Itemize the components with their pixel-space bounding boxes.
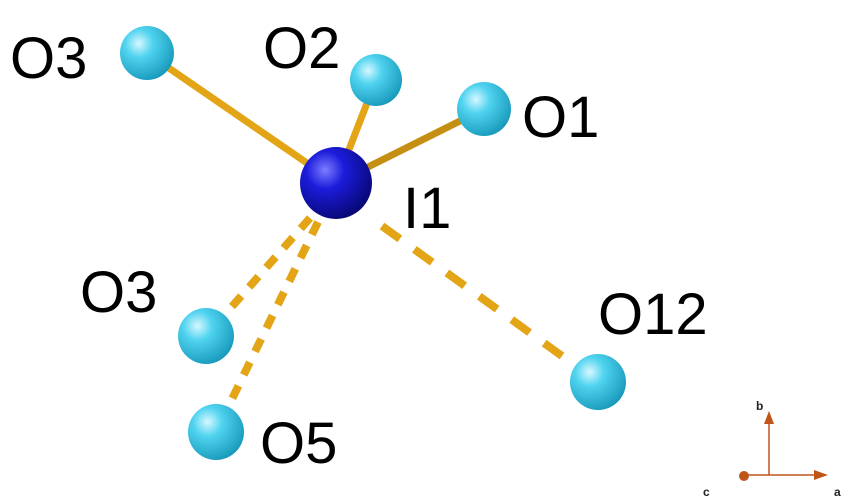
atom-o2 (350, 54, 402, 106)
atom-i1 (300, 147, 372, 219)
atom-o3-lower (178, 308, 234, 364)
bond-i1-o3 (143, 49, 340, 187)
label-i1: I1 (403, 176, 451, 241)
label-o5: O5 (260, 411, 337, 476)
label-o3-upper: O3 (10, 26, 87, 91)
axis-indicator: b a c (703, 399, 841, 499)
atom-o1 (457, 82, 511, 136)
atom-layer (120, 26, 626, 460)
axis-c-label: c (703, 485, 710, 499)
bond-i1-o12-dashed (379, 222, 601, 386)
axis-c-dot-icon (739, 471, 749, 481)
bond-i1-o5-dashed (212, 220, 322, 434)
atom-o12 (570, 354, 626, 410)
axis-a-label: a (834, 485, 841, 499)
axis-b-label: b (756, 399, 763, 413)
axis-a-arrow-icon (814, 470, 828, 480)
atom-o5 (188, 404, 244, 460)
label-o12: O12 (598, 282, 708, 347)
label-o2: O2 (263, 16, 340, 81)
atom-o3-upper (120, 26, 174, 80)
label-o1: O1 (522, 85, 599, 150)
label-o3-lower: O3 (80, 260, 157, 325)
axis-b-arrow-icon (764, 411, 774, 424)
label-layer: O3 O2 O1 I1 O3 O12 O5 (10, 16, 708, 476)
